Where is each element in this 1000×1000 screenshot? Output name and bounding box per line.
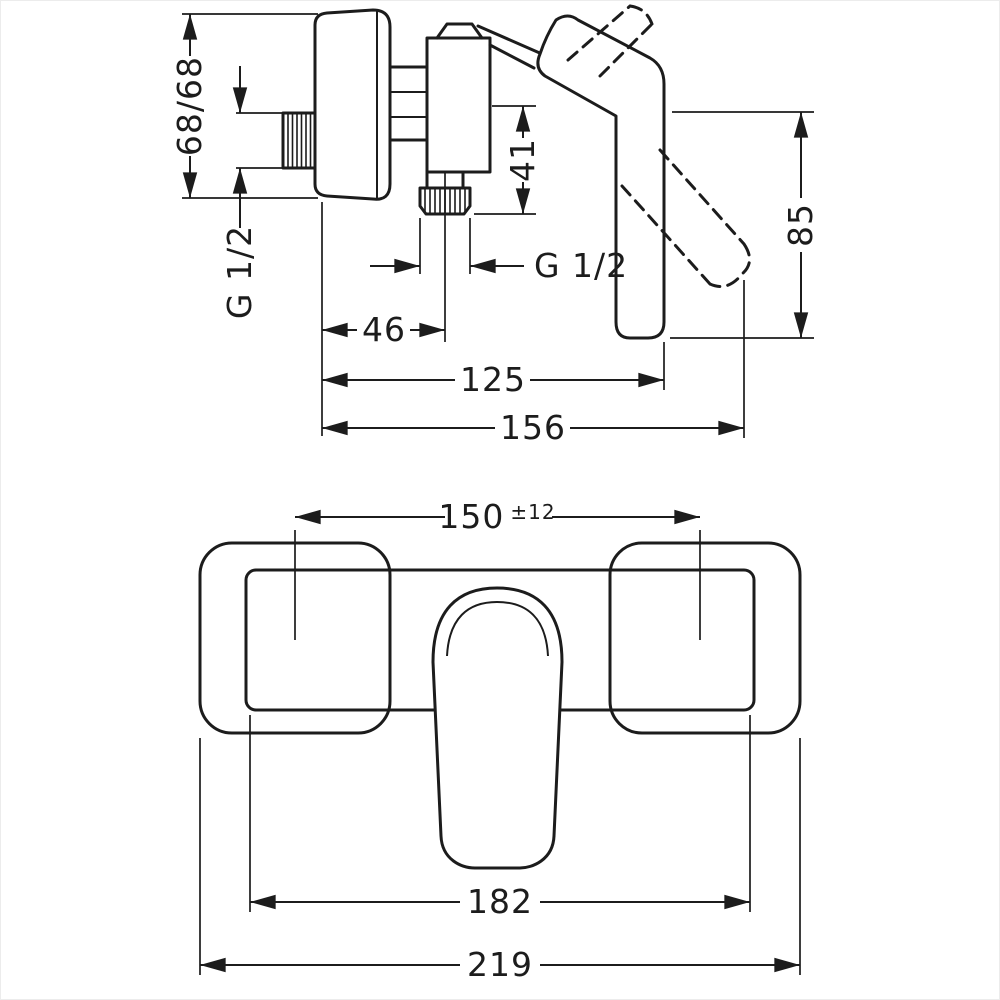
outlet-thread bbox=[418, 186, 472, 216]
dim-body-width: 182 bbox=[249, 715, 751, 921]
total-depth-label: 156 bbox=[500, 408, 566, 447]
valve-body bbox=[425, 36, 492, 174]
dim-inlet-thread: G 1/2 bbox=[220, 66, 283, 319]
connection-tolerance-value: ±12 bbox=[510, 500, 555, 524]
handle-neck-lines bbox=[476, 24, 544, 70]
wall-plate bbox=[313, 8, 392, 201]
handle-drop-label: 85 bbox=[781, 203, 820, 247]
handle-alt-up-dashed bbox=[566, 4, 654, 78]
inlet-thread-stub bbox=[281, 111, 317, 170]
wall-to-outlet-label: 46 bbox=[362, 310, 406, 349]
cartridge-dome bbox=[435, 22, 484, 40]
connection-centers-value: 150 bbox=[438, 497, 504, 536]
dim-wall-to-outlet: 46 bbox=[321, 202, 445, 436]
handle-front bbox=[431, 586, 564, 870]
dim-wall-to-handle: 125 bbox=[322, 342, 665, 399]
handle-lever-side bbox=[536, 14, 666, 340]
dim-overall-width: 219 bbox=[199, 738, 801, 984]
dim-connection-centers: 150±12 bbox=[294, 497, 701, 640]
overall-width-label: 219 bbox=[467, 945, 533, 984]
connection-centers-label: 150±12 bbox=[438, 497, 555, 536]
inlet-thread-label: G 1/2 bbox=[220, 225, 259, 319]
dim-handle-drop: 85 bbox=[670, 111, 820, 339]
outlet-offset-label: 41 bbox=[503, 138, 542, 182]
dim-plate-height: 68/68 bbox=[170, 13, 318, 199]
dim-total-depth: 156 bbox=[322, 280, 745, 447]
body-width-label: 182 bbox=[467, 882, 533, 921]
wall-to-handle-label: 125 bbox=[460, 360, 526, 399]
handle-alt-down-dashed bbox=[620, 148, 751, 288]
dim-outlet-offset: 41 bbox=[474, 105, 542, 215]
front-view: 150±12 182 219 bbox=[198, 497, 802, 984]
outlet-thread-label: G 1/2 bbox=[534, 246, 628, 285]
side-view: 68/68 G 1/2 41 G 1/2 85 bbox=[170, 4, 820, 447]
mounting-nut bbox=[388, 65, 429, 142]
dim-outlet-thread: G 1/2 bbox=[370, 218, 628, 285]
plate-height-label: 68/68 bbox=[170, 56, 209, 156]
right-escutcheon bbox=[608, 541, 802, 735]
handle-inner-line bbox=[446, 600, 549, 657]
